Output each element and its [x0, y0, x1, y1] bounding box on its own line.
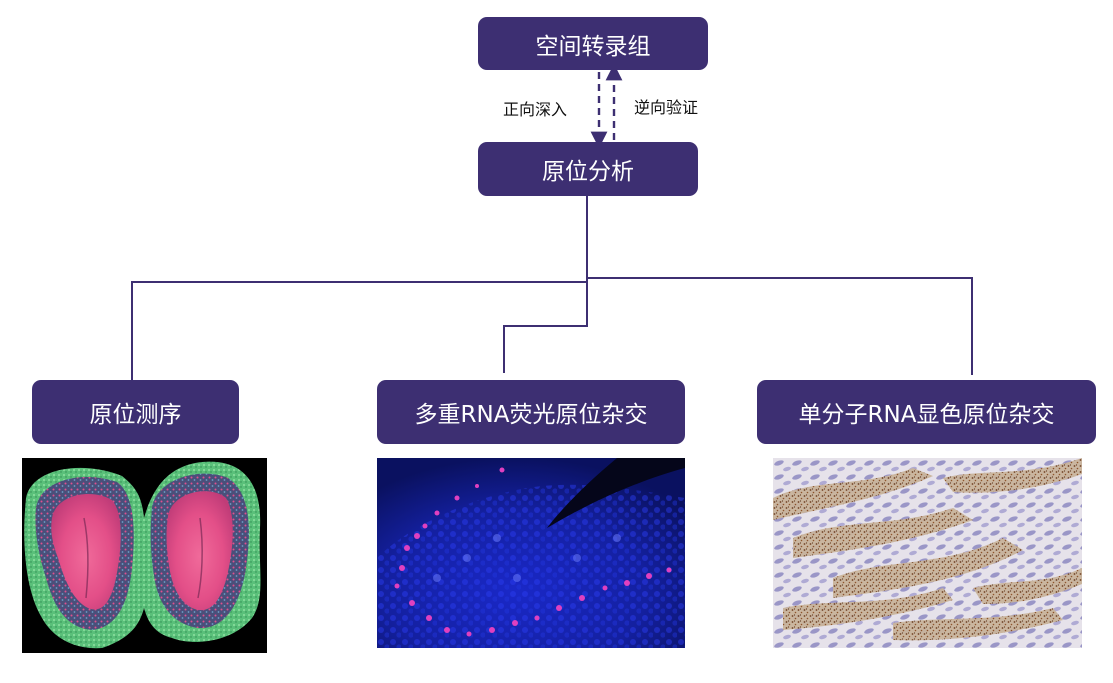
- bidirectional-arrows: [590, 63, 623, 149]
- in-situ-sequencing-label: 原位测序: [89, 402, 182, 428]
- in-situ-sequencing-micrograph: [22, 458, 267, 653]
- reverse-label: 逆向验证: [634, 98, 699, 117]
- single-molecule-rna-ish-label: 单分子RNA显色原位杂交: [798, 402, 1055, 428]
- multiplex-rna-fish-micrograph: [377, 458, 685, 648]
- in-situ-analysis-label: 原位分析: [542, 159, 634, 185]
- in-situ-analysis-node: 原位分析: [478, 142, 698, 196]
- tree-connector: [131, 196, 973, 380]
- forward-label: 正向深入: [503, 100, 568, 119]
- multiplex-rna-fish-label: 多重RNA荧光原位杂交: [414, 402, 648, 428]
- spatial-transcriptome-node: 空间转录组: [478, 17, 708, 70]
- single-molecule-rna-ish-micrograph: [773, 458, 1082, 648]
- multiplex-rna-fish-node: 多重RNA荧光原位杂交: [377, 380, 685, 444]
- in-situ-sequencing-node: 原位测序: [32, 380, 239, 444]
- chromogenic-stain-image: [773, 458, 1082, 648]
- single-molecule-rna-ish-node: 单分子RNA显色原位杂交: [757, 380, 1096, 444]
- spatial-transcriptome-label: 空间转录组: [535, 33, 651, 60]
- fluorescence-image: [377, 458, 685, 648]
- tissue-section-image: [24, 461, 261, 649]
